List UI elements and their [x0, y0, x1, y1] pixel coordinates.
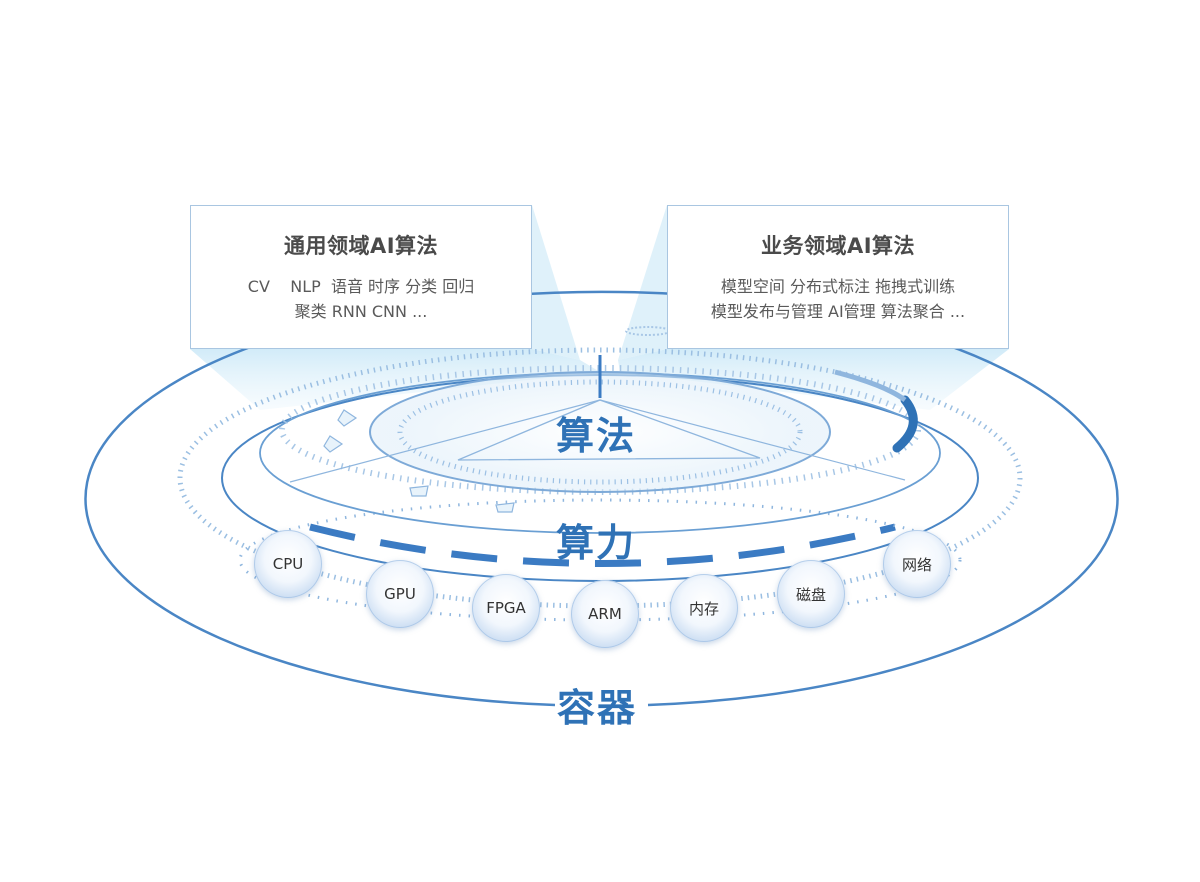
right-accent-arc-thin: [834, 369, 907, 403]
right-beam: [618, 349, 1009, 410]
right-beam-side: [618, 205, 667, 360]
node-cpu-label: CPU: [272, 555, 304, 573]
node-memory-label: 内存: [688, 599, 719, 618]
node-disk: 磁盘: [777, 560, 845, 628]
business-ai-card: 业务领域AI算法 模型空间 分布式标注 拖拽式训练 模型发布与管理 AI管理 算…: [667, 205, 1009, 349]
triangle-line-left: [289, 399, 601, 483]
node-disk-label: 磁盘: [795, 585, 826, 604]
compute-label: 算力: [556, 521, 637, 565]
node-cpu: CPU: [254, 530, 322, 598]
dotted-ring-middle: [279, 365, 921, 495]
left-beam-side: [532, 205, 580, 360]
node-fpga: FPGA: [472, 574, 540, 642]
container-ring: [84, 290, 1119, 707]
general-ai-line-2: 聚类 RNN CNN ...: [294, 302, 428, 321]
node-gpu-label: GPU: [384, 585, 416, 603]
algorithm-label: 算法: [556, 414, 637, 458]
business-ai-items: 模型空间 分布式标注 拖拽式训练 模型发布与管理 AI管理 算法聚合 ...: [668, 274, 1008, 324]
triangle-line-right: [599, 399, 906, 481]
general-ai-items: CV NLP 语音 时序 分类 回归 聚类 RNN CNN ...: [191, 274, 531, 324]
node-network: 网络: [883, 530, 951, 598]
chevron-left-1: [337, 409, 358, 427]
general-ai-line-1: CV NLP 语音 时序 分类 回归: [247, 277, 475, 296]
dotted-ring-outer: [177, 347, 1023, 609]
left-beam: [190, 349, 600, 410]
chevron-bottom-2: [495, 502, 515, 513]
node-gpu: GPU: [366, 560, 434, 628]
chevron-left-2: [323, 435, 344, 453]
business-ai-title: 业务领域AI算法: [760, 234, 916, 258]
container-label: 容器: [555, 677, 640, 732]
general-ai-title: 通用领域AI算法: [283, 234, 439, 258]
node-memory: 内存: [670, 574, 738, 642]
business-ai-line-1: 模型空间 分布式标注 拖拽式训练: [720, 277, 956, 296]
node-arm-label: ARM: [588, 605, 622, 623]
right-accent-arc: [892, 395, 918, 453]
business-ai-line-2: 模型发布与管理 AI管理 算法聚合 ...: [710, 302, 966, 321]
node-arm: ARM: [571, 580, 639, 648]
general-ai-card: 通用领域AI算法 CV NLP 语音 时序 分类 回归 聚类 RNN CNN .…: [190, 205, 532, 349]
node-network-label: 网络: [901, 555, 932, 574]
node-fpga-label: FPGA: [486, 599, 526, 617]
algorithm-disk-dots: [397, 379, 803, 485]
compute-dashed-arc: [309, 523, 896, 567]
node-dotted-ring: [238, 498, 962, 622]
algorithm-triangle: [457, 399, 761, 461]
chevron-bottom-1: [409, 485, 429, 497]
